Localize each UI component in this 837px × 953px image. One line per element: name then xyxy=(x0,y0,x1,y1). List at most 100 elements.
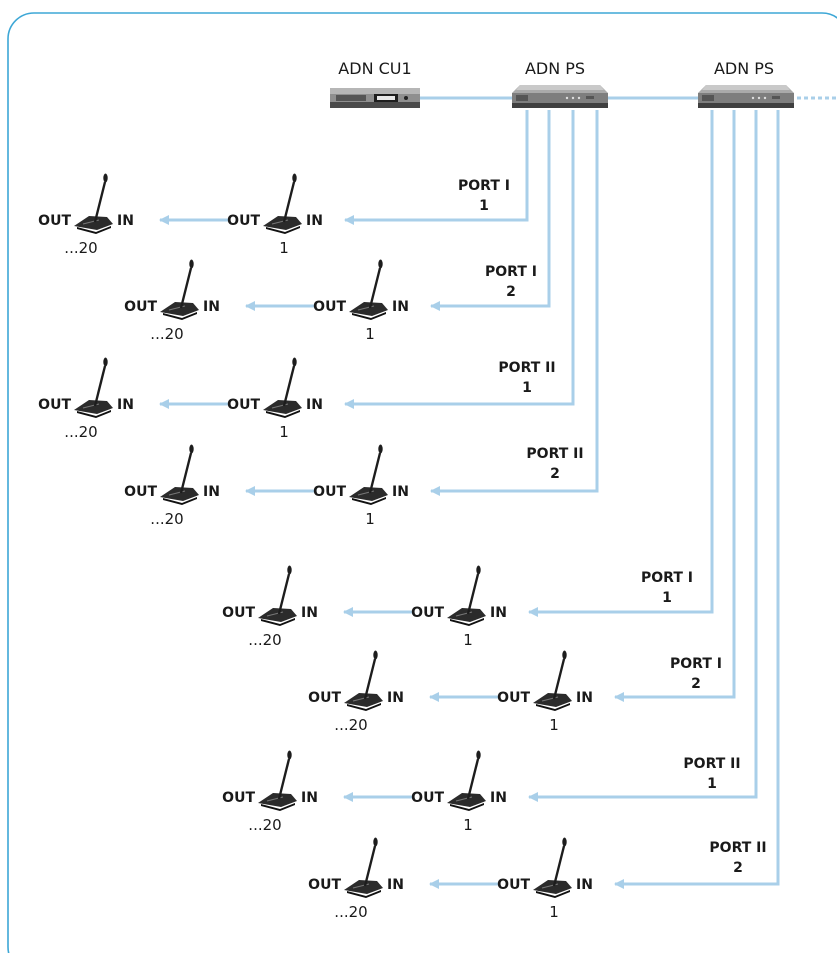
microphone-unit-icon xyxy=(72,172,115,236)
unit-number: 1 xyxy=(549,716,559,734)
unit-first-chain-3: OUT IN 1 xyxy=(227,356,323,441)
unit-number: 1 xyxy=(549,903,559,921)
device-label: ADN CU1 xyxy=(338,59,411,78)
out-label: OUT xyxy=(222,605,255,621)
microphone-unit-icon xyxy=(256,564,299,628)
in-label: IN xyxy=(203,484,220,500)
unit-number: 1 xyxy=(365,325,375,343)
microphone-unit-icon xyxy=(342,836,385,900)
microphone-unit-icon xyxy=(347,443,390,507)
port-name: PORT II xyxy=(683,756,740,772)
port-number: 1 xyxy=(522,380,532,396)
out-label: OUT xyxy=(227,397,260,413)
port-number: 2 xyxy=(550,466,560,482)
out-label: OUT xyxy=(227,213,260,229)
out-label: OUT xyxy=(124,299,157,315)
unit-number: ...20 xyxy=(150,325,183,343)
unit-number: 1 xyxy=(463,631,473,649)
unit-first-chain-8: OUT IN 1 xyxy=(497,836,593,921)
in-label: IN xyxy=(387,690,404,706)
cable-ps1-port-ii-1 xyxy=(344,110,575,409)
microphone-unit-icon xyxy=(158,258,201,322)
diagram-frame xyxy=(7,12,837,953)
device-adn-ps-2: ADN PS xyxy=(698,59,794,108)
port-name: PORT II xyxy=(498,360,555,376)
port-number: 2 xyxy=(506,284,516,300)
port-number: 2 xyxy=(733,860,743,876)
port-cables xyxy=(344,110,780,889)
unit-number: ...20 xyxy=(64,423,97,441)
device-adn-cu1: ADN CU1 xyxy=(330,59,420,108)
port-label-8: PORT II2 xyxy=(709,840,766,876)
out-label: OUT xyxy=(38,213,71,229)
out-label: OUT xyxy=(411,790,444,806)
in-label: IN xyxy=(387,877,404,893)
out-label: OUT xyxy=(222,790,255,806)
cable-ps2-port-ii-1 xyxy=(528,110,758,802)
device-adn-ps-1: ADN PS xyxy=(512,59,608,108)
microphone-unit-icon xyxy=(342,649,385,713)
unit-number: 1 xyxy=(365,510,375,528)
unit-first-chain-4: OUT IN 1 xyxy=(313,443,409,528)
port-number: 1 xyxy=(479,198,489,214)
unit-first-chain-7: OUT IN 1 xyxy=(411,749,507,834)
unit-number: ...20 xyxy=(248,816,281,834)
power-supply-icon xyxy=(512,85,608,108)
in-label: IN xyxy=(576,877,593,893)
microphone-unit-icon xyxy=(158,443,201,507)
unit-number: 1 xyxy=(279,423,289,441)
port-label-3: PORT II 1 xyxy=(498,360,555,396)
out-label: OUT xyxy=(313,484,346,500)
unit-number: ...20 xyxy=(334,716,367,734)
cable-ps1-port-ii-2 xyxy=(430,110,599,496)
port-name: PORT II xyxy=(526,446,583,462)
port-label-2: PORT I2 xyxy=(485,264,537,300)
unit-number: 1 xyxy=(279,239,289,257)
unit-first-chain-2: OUT IN 1 xyxy=(313,258,409,343)
out-label: OUT xyxy=(313,299,346,315)
cable-ps1-port-i-1 xyxy=(344,110,529,225)
in-label: IN xyxy=(306,213,323,229)
out-label: OUT xyxy=(497,877,530,893)
port-label-1: PORT I1 xyxy=(458,178,510,214)
control-unit-icon xyxy=(330,88,420,108)
out-label: OUT xyxy=(497,690,530,706)
unit-number: 1 xyxy=(463,816,473,834)
unit-number: ...20 xyxy=(248,631,281,649)
in-label: IN xyxy=(576,690,593,706)
in-label: IN xyxy=(117,213,134,229)
unit-last-chain-1: OUT IN ...20 xyxy=(38,172,134,257)
microphone-unit-icon xyxy=(261,356,304,420)
in-label: IN xyxy=(392,484,409,500)
microphone-unit-icon xyxy=(261,172,304,236)
microphone-unit-icon xyxy=(256,749,299,813)
microphone-unit-icon xyxy=(531,836,574,900)
out-label: OUT xyxy=(308,877,341,893)
unit-first-chain-5: OUT IN 1 xyxy=(411,564,507,649)
port-label-4: PORT II 2 xyxy=(526,446,583,482)
in-label: IN xyxy=(490,790,507,806)
in-label: IN xyxy=(392,299,409,315)
cable-ps2-port-i-2 xyxy=(614,110,736,702)
unit-number: ...20 xyxy=(64,239,97,257)
in-label: IN xyxy=(301,605,318,621)
port-label-5: PORT I1 xyxy=(641,570,693,606)
microphone-unit-icon xyxy=(531,649,574,713)
unit-last-chain-5: OUT IN ...20 xyxy=(222,564,318,649)
microphone-unit-icon xyxy=(72,356,115,420)
microphone-unit-icon xyxy=(445,749,488,813)
in-label: IN xyxy=(490,605,507,621)
out-label: OUT xyxy=(411,605,444,621)
in-label: IN xyxy=(306,397,323,413)
unit-first-chain-6: OUT IN 1 xyxy=(497,649,593,734)
microphone-unit-icon xyxy=(347,258,390,322)
port-label-6: PORT I2 xyxy=(670,656,722,692)
